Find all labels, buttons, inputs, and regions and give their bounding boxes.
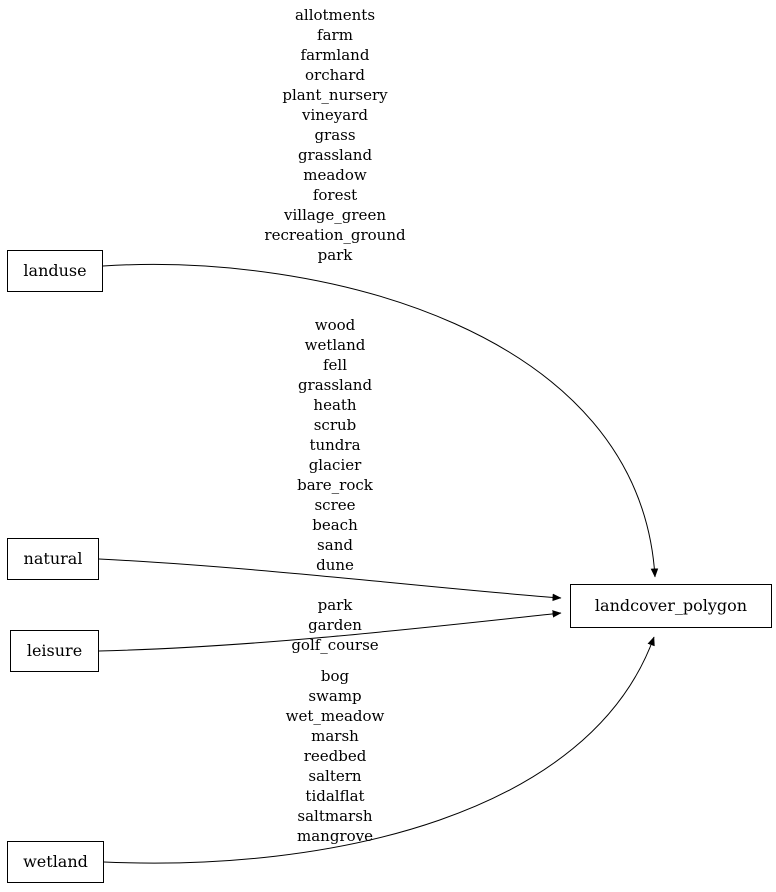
node-wetland-label: wetland xyxy=(23,852,88,871)
edge-leisure-to-landcover xyxy=(98,610,562,652)
edge-label-wetland-values: bog swamp wet_meadow marsh reedbed salte… xyxy=(285,667,385,845)
edge-natural-to-landcover xyxy=(98,558,562,602)
edge-landuse-to-landcover xyxy=(102,263,659,578)
node-landuse: landuse xyxy=(7,250,103,292)
node-landcover-polygon: landcover_polygon xyxy=(570,584,772,628)
node-leisure: leisure xyxy=(10,630,99,672)
edge-label-leisure-values: park garden golf_course xyxy=(291,596,379,654)
edge-label-natural-values: wood wetland fell grassland heath scrub … xyxy=(297,316,373,574)
edge-label-landuse-values: allotments farm farmland orchard plant_n… xyxy=(264,6,406,264)
node-leisure-label: leisure xyxy=(26,641,83,660)
node-landuse-label: landuse xyxy=(23,261,87,280)
edge-wetland-to-landcover xyxy=(103,636,655,864)
node-landcover-polygon-label: landcover_polygon xyxy=(594,596,748,615)
node-natural: natural xyxy=(7,538,99,580)
node-wetland: wetland xyxy=(7,841,104,883)
node-natural-label: natural xyxy=(23,549,83,568)
